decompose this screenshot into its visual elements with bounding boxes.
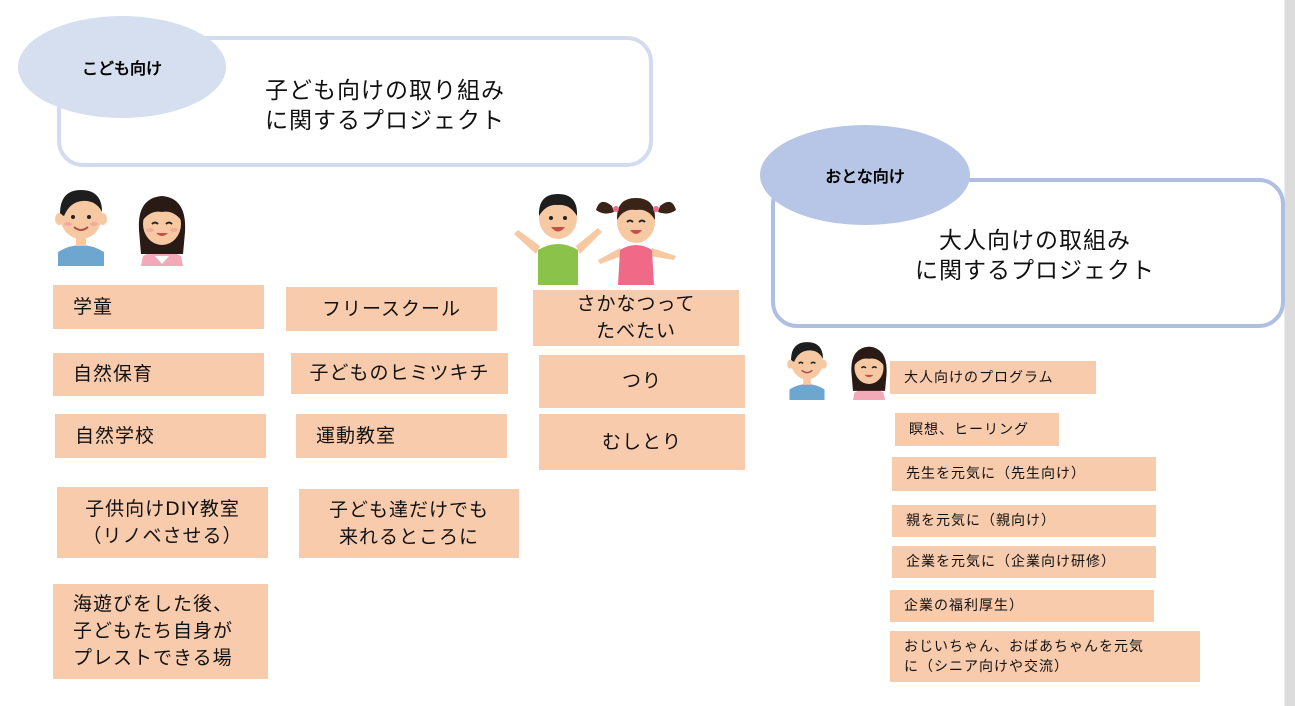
woman-face-icon <box>851 346 887 400</box>
kids-note-secret-base: 子どものヒミツキチ <box>291 353 508 394</box>
kids-note-kids-alone: 子ども達だけでも 来れるところに <box>299 489 519 558</box>
scrollbar-track <box>1284 0 1285 706</box>
kids-note-gakudo: 学童 <box>53 285 264 329</box>
kids-note-diy-class: 子供向けDIY教室 （リノベさせる） <box>57 487 268 558</box>
girl-cheering-icon <box>596 198 676 285</box>
adults-note-meditation: 瞑想、ヒーリング <box>895 413 1059 446</box>
man-face-icon <box>787 342 827 400</box>
kids-note-nature-childcare: 自然保育 <box>53 353 264 396</box>
adults-note-parents: 親を元気に（親向け） <box>892 505 1156 537</box>
kids-note-sea-play: 海遊びをした後、 子どもたち自身が プレストできる場 <box>53 584 268 679</box>
vertical-scrollbar[interactable] <box>1285 0 1295 706</box>
kids-note-free-school: フリースクール <box>286 287 497 331</box>
kids-title: 子ども向けの取り組み に関するプロジェクト <box>265 78 505 134</box>
adults-label: おとな向け <box>825 167 905 186</box>
adults-label-bubble: おとな向け <box>760 125 970 225</box>
adults-note-teachers: 先生を元気に（先生向け） <box>892 457 1156 491</box>
boy-cheering-icon <box>514 194 602 285</box>
kids-note-catch-fish: さかなつって たべたい <box>533 290 739 346</box>
adults-note-welfare: 企業の福利厚生） <box>890 590 1154 622</box>
kids-label-bubble: こども向け <box>18 16 226 118</box>
kids-label: こども向け <box>81 59 162 78</box>
man-face-icon <box>55 190 107 266</box>
adults-note-companies: 企業を元気に（企業向け研修） <box>892 546 1156 578</box>
kids-note-fishing: つり <box>539 355 745 408</box>
kids-note-bug-catching: むしとり <box>539 414 745 470</box>
adults-title: 大人向けの取組み に関するプロジェクト <box>915 228 1155 284</box>
kids-note-nature-school: 自然学校 <box>55 414 266 458</box>
woman-face-icon <box>138 196 186 266</box>
adults-note-program: 大人向けのプログラム <box>890 361 1096 394</box>
adults-note-seniors: おじいちゃん、おばあちゃんを元気 に（シニア向けや交流） <box>890 631 1200 682</box>
kids-note-sports-class: 運動教室 <box>296 414 507 458</box>
